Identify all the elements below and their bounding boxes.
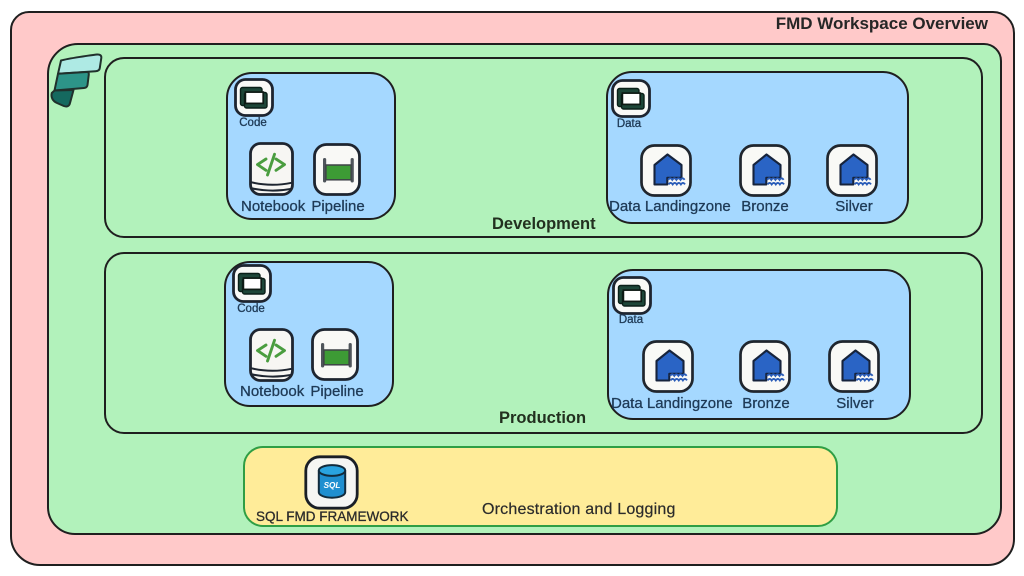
svg-text:SQL: SQL (324, 481, 341, 490)
